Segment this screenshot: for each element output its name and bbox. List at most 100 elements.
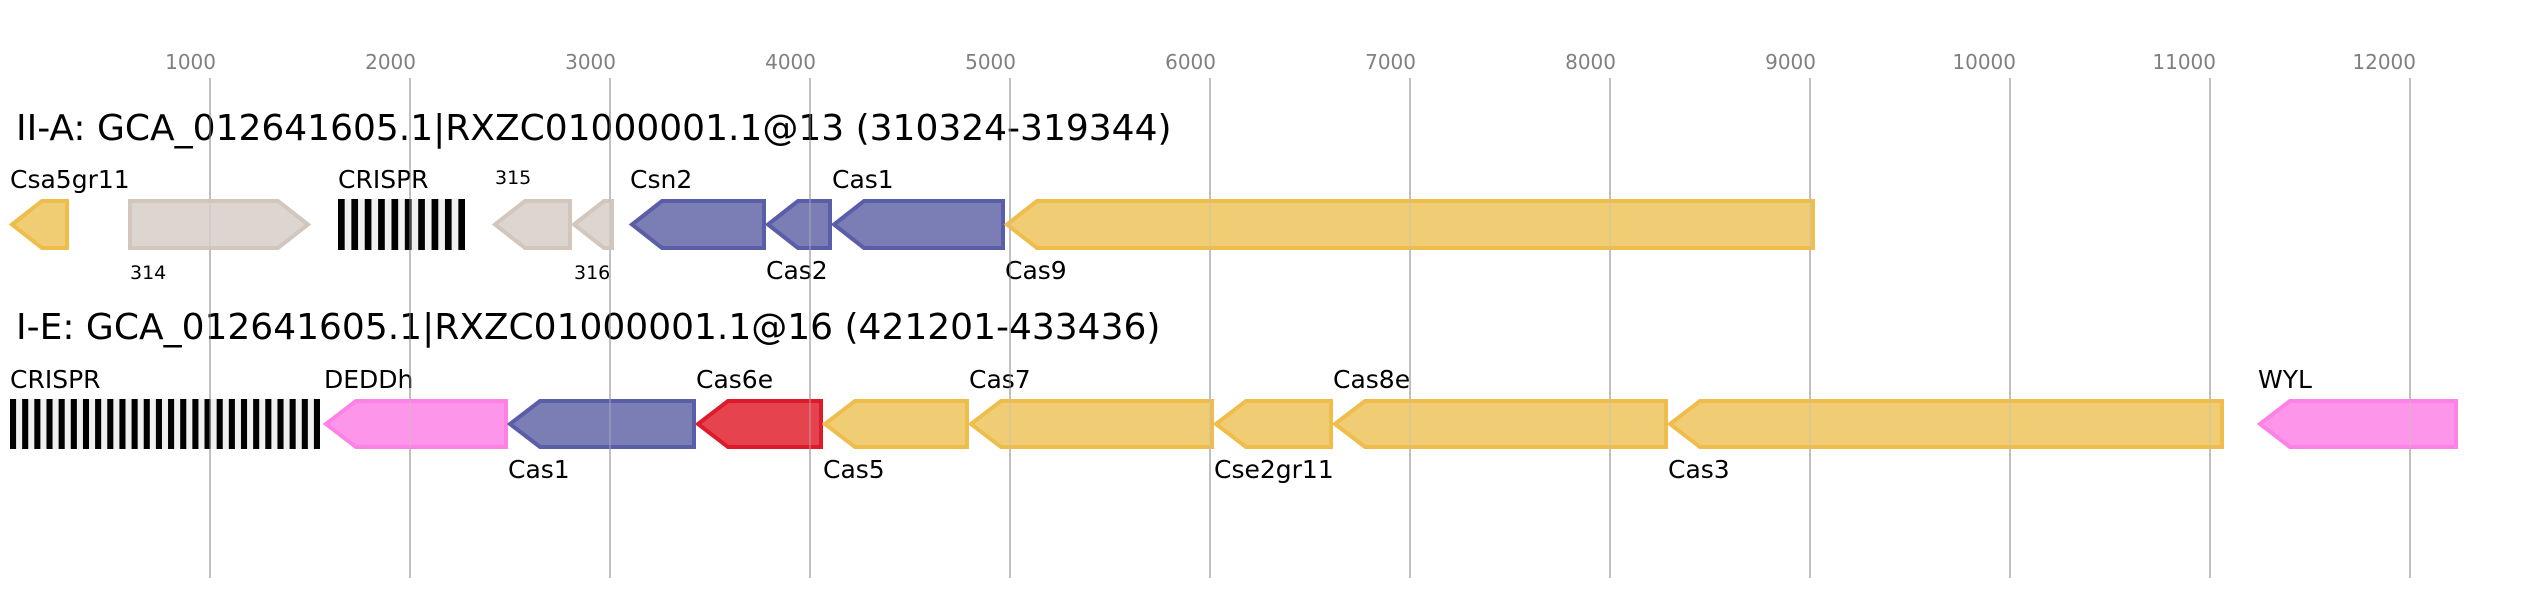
gene-cas1: Cas1 <box>506 399 696 484</box>
gene-label: Cas1 <box>508 455 570 484</box>
crispr-repeat <box>378 199 385 250</box>
crispr-repeat <box>444 199 452 250</box>
gene-cas6e: Cas6e <box>694 365 823 449</box>
gene-label: Cas9 <box>1005 256 1067 285</box>
crispr-repeat <box>313 399 320 449</box>
tick-label: 7000 <box>1365 50 1416 74</box>
gene-cas1: Cas1 <box>830 165 1005 250</box>
gene-label: Cse2gr11 <box>1214 455 1334 484</box>
crispr-array: CRISPR <box>338 165 465 250</box>
axis-gridlines-overlay <box>209 78 2411 578</box>
crispr-repeat <box>95 399 102 449</box>
gene-316: 316 <box>570 199 614 284</box>
gene-arrow <box>967 399 1214 449</box>
gene-label: Cas1 <box>832 165 894 194</box>
gene-arrow <box>1212 399 1333 449</box>
gene-cas3: Cas3 <box>1666 399 2224 484</box>
crispr-array: CRISPR <box>10 365 320 449</box>
gene-label: Cas8e <box>1333 365 1410 394</box>
gene-arrow <box>821 399 969 449</box>
gene-label: 314 <box>130 262 166 284</box>
gene-arrow <box>694 399 823 449</box>
gene-cas9: Cas9 <box>1003 199 1815 285</box>
track-title: I-E: GCA_012641605.1|RXZC01000001.1@16 (… <box>16 307 1160 348</box>
gene-arrow <box>764 199 832 250</box>
crispr-repeat <box>240 399 248 449</box>
gene-cas8e: Cas8e <box>1331 365 1668 449</box>
crispr-repeat <box>143 399 150 449</box>
tick-label: 4000 <box>765 50 816 74</box>
gene-cse2gr11: Cse2gr11 <box>1212 399 1334 484</box>
crispr-repeat <box>46 399 53 449</box>
crispr-repeat <box>216 399 223 449</box>
crispr-repeat <box>301 399 308 449</box>
tick-label: 8000 <box>1565 50 1616 74</box>
crispr-repeat <box>192 399 199 449</box>
crispr-repeat <box>391 199 399 250</box>
tick-label: 2000 <box>365 50 416 74</box>
gene-label: Cas7 <box>969 365 1031 394</box>
crispr-background <box>338 199 465 250</box>
gene-arrow <box>1331 399 1668 449</box>
gene-label: Cas3 <box>1668 455 1730 484</box>
gene-arrow <box>491 199 572 250</box>
crispr-repeat <box>70 399 77 449</box>
crispr-repeat <box>458 199 465 250</box>
gene-label: Csn2 <box>630 165 692 194</box>
gene-label: 316 <box>574 262 610 284</box>
crispr-repeat <box>58 399 65 449</box>
crispr-repeat <box>34 399 41 449</box>
gene-cas2: Cas2 <box>764 199 832 285</box>
crispr-repeat <box>289 399 296 449</box>
gene-csn2: Csn2 <box>628 165 766 250</box>
gene-315: 315 <box>491 167 572 250</box>
crispr-repeat <box>338 199 345 250</box>
gene-arrow <box>628 199 766 250</box>
crispr-repeat <box>351 199 359 250</box>
tick-label: 10000 <box>1952 50 2016 74</box>
tick-label: 11000 <box>2152 50 2216 74</box>
gene-label: Cas2 <box>766 256 828 285</box>
gene-deddh: DEDDh <box>322 365 508 449</box>
gene-label: Cas6e <box>696 365 773 394</box>
gene-arrow <box>1666 399 2224 449</box>
gene-label: Cas5 <box>823 455 885 484</box>
gene-label: CRISPR <box>10 365 101 394</box>
crispr-repeat <box>155 399 162 449</box>
crispr-repeat <box>431 199 439 250</box>
gene-label: WYL <box>2258 365 2312 394</box>
tick-label: 3000 <box>565 50 616 74</box>
tick-label: 9000 <box>1765 50 1816 74</box>
tick-label: 12000 <box>2352 50 2416 74</box>
track-ii-a: II-A: GCA_012641605.1|RXZC01000001.1@13 … <box>8 108 1815 285</box>
gene-arrow <box>8 199 69 250</box>
crispr-repeat <box>404 199 412 250</box>
gene-arrow <box>570 199 614 250</box>
crispr-repeat <box>204 399 211 449</box>
crispr-repeat <box>265 399 272 449</box>
crispr-repeat <box>418 199 425 250</box>
gene-wyl: WYL <box>2256 365 2458 449</box>
track-title: II-A: GCA_012641605.1|RXZC01000001.1@13 … <box>16 108 1172 149</box>
gene-314: 314 <box>128 199 312 284</box>
crispr-repeat <box>364 199 372 250</box>
crispr-repeat <box>228 399 235 449</box>
gene-label: 315 <box>495 167 531 189</box>
crispr-repeat <box>22 399 29 449</box>
crispr-repeat <box>119 399 126 449</box>
gene-csa5gr11: Csa5gr11 <box>8 165 130 250</box>
gene-cas7: Cas7 <box>967 365 1214 449</box>
crispr-repeat <box>82 399 90 449</box>
crispr-repeat <box>131 399 138 449</box>
crispr-repeat <box>107 399 114 449</box>
crispr-repeat <box>253 399 260 449</box>
crispr-background <box>10 399 320 449</box>
gene-cas5: Cas5 <box>821 399 969 484</box>
crispr-repeat <box>180 399 187 449</box>
crispr-repeat <box>10 399 17 449</box>
